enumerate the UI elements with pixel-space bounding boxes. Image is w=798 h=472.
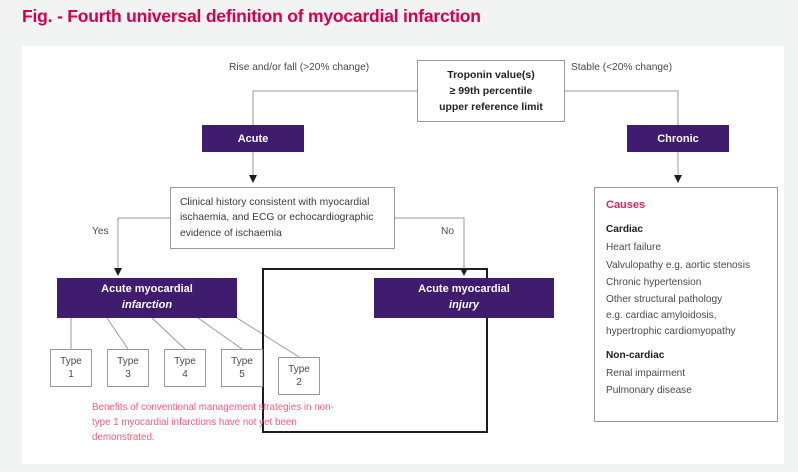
- node-type-5: Type 5: [221, 349, 263, 387]
- edge-label-rise: Rise and/or fall (>20% change): [229, 62, 370, 73]
- node-acute-myocardial-injury: Acute myocardial injury: [374, 278, 554, 318]
- type-4-label: Type: [174, 355, 196, 367]
- edge-label-stable: Stable (<20% change): [571, 62, 673, 73]
- edge-no-to-injury: [395, 217, 465, 274]
- acute-mi-line-1: Acute myocardial: [101, 283, 193, 296]
- type-2-number: 2: [296, 377, 302, 388]
- connector-layer: [70, 90, 682, 358]
- causes-header: Causes: [606, 199, 646, 211]
- node-type-3: Type 3: [107, 349, 149, 387]
- edge-yes-to-infarction: [117, 217, 170, 274]
- causes-item-renal-impairment: Renal impairment: [606, 367, 686, 379]
- type-1-label: Type: [60, 355, 82, 367]
- acute-injury-group-box: [262, 268, 488, 433]
- causes-item-other-structural-line-2: e.g. cardiac amyloidosis,: [606, 310, 717, 322]
- acute-injury-line-1: Acute myocardial: [418, 283, 510, 296]
- arrowhead-clinical: [249, 175, 257, 183]
- arrowhead-injury: [460, 268, 468, 276]
- node-troponin: Troponin value(s) ≥ 99th percentile uppe…: [417, 60, 565, 122]
- node-type-2: Type 2: [278, 357, 320, 395]
- edge-infarction-type5: [197, 317, 243, 350]
- edge-label-yes: Yes: [92, 226, 109, 237]
- troponin-line-2: ≥ 99th percentile: [449, 84, 533, 97]
- edge-infarction-type4: [151, 317, 186, 350]
- edge-troponin-to-chronic: [565, 90, 679, 125]
- node-chronic: Chronic: [627, 125, 729, 152]
- node-type-4: Type 4: [164, 349, 206, 387]
- arrowhead-infarction: [114, 268, 122, 276]
- node-causes: Causes Cardiac Heart failure Valvulopath…: [594, 187, 778, 422]
- edge-infarction-type2: [236, 317, 300, 358]
- type-5-label: Type: [231, 355, 253, 367]
- type-5-number: 5: [239, 369, 245, 380]
- type-2-label: Type: [288, 363, 310, 375]
- type-3-number: 3: [125, 369, 131, 380]
- acute-mi-line-2: infarction: [121, 299, 173, 311]
- arrowhead-causes: [674, 175, 682, 183]
- causes-noncardiac-header: Non-cardiac: [606, 349, 665, 361]
- page-title: Fig. - Fourth universal definition of my…: [22, 6, 481, 26]
- node-acute-myocardial-infarction: Acute myocardial infarction: [57, 278, 237, 318]
- causes-cardiac-header: Cardiac: [606, 223, 644, 235]
- footnote: Benefits of conventional management stra…: [92, 402, 334, 443]
- diagram-panel: Rise and/or fall (>20% change) Stable (<…: [22, 46, 784, 464]
- causes-item-heart-failure: Heart failure: [606, 242, 661, 254]
- type-1-number: 1: [68, 369, 74, 380]
- causes-item-valvulopathy: Valvulopathy e.g. aortic stenosis: [606, 259, 751, 271]
- node-type-1: Type 1: [50, 349, 92, 387]
- acute-injury-line-2: injury: [449, 299, 479, 311]
- troponin-line-3: upper reference limit: [439, 101, 543, 114]
- edge-infarction-type3: [106, 317, 129, 350]
- type-4-number: 4: [182, 369, 188, 380]
- causes-item-other-structural-line-1: Other structural pathology: [606, 294, 723, 306]
- troponin-line-1: Troponin value(s): [447, 68, 535, 81]
- causes-item-other-structural-line-3: hypertrophic cardiomyopathy: [606, 326, 736, 338]
- causes-item-pulmonary-disease: Pulmonary disease: [606, 385, 692, 397]
- node-acute: Acute: [202, 125, 304, 152]
- causes-item-chronic-hypertension: Chronic hypertension: [606, 276, 702, 288]
- edge-troponin-to-acute: [252, 90, 417, 125]
- node-clinical-history: Clinical history consistent with myocard…: [170, 187, 395, 249]
- type-3-label: Type: [117, 355, 139, 367]
- edge-label-no: No: [441, 226, 455, 237]
